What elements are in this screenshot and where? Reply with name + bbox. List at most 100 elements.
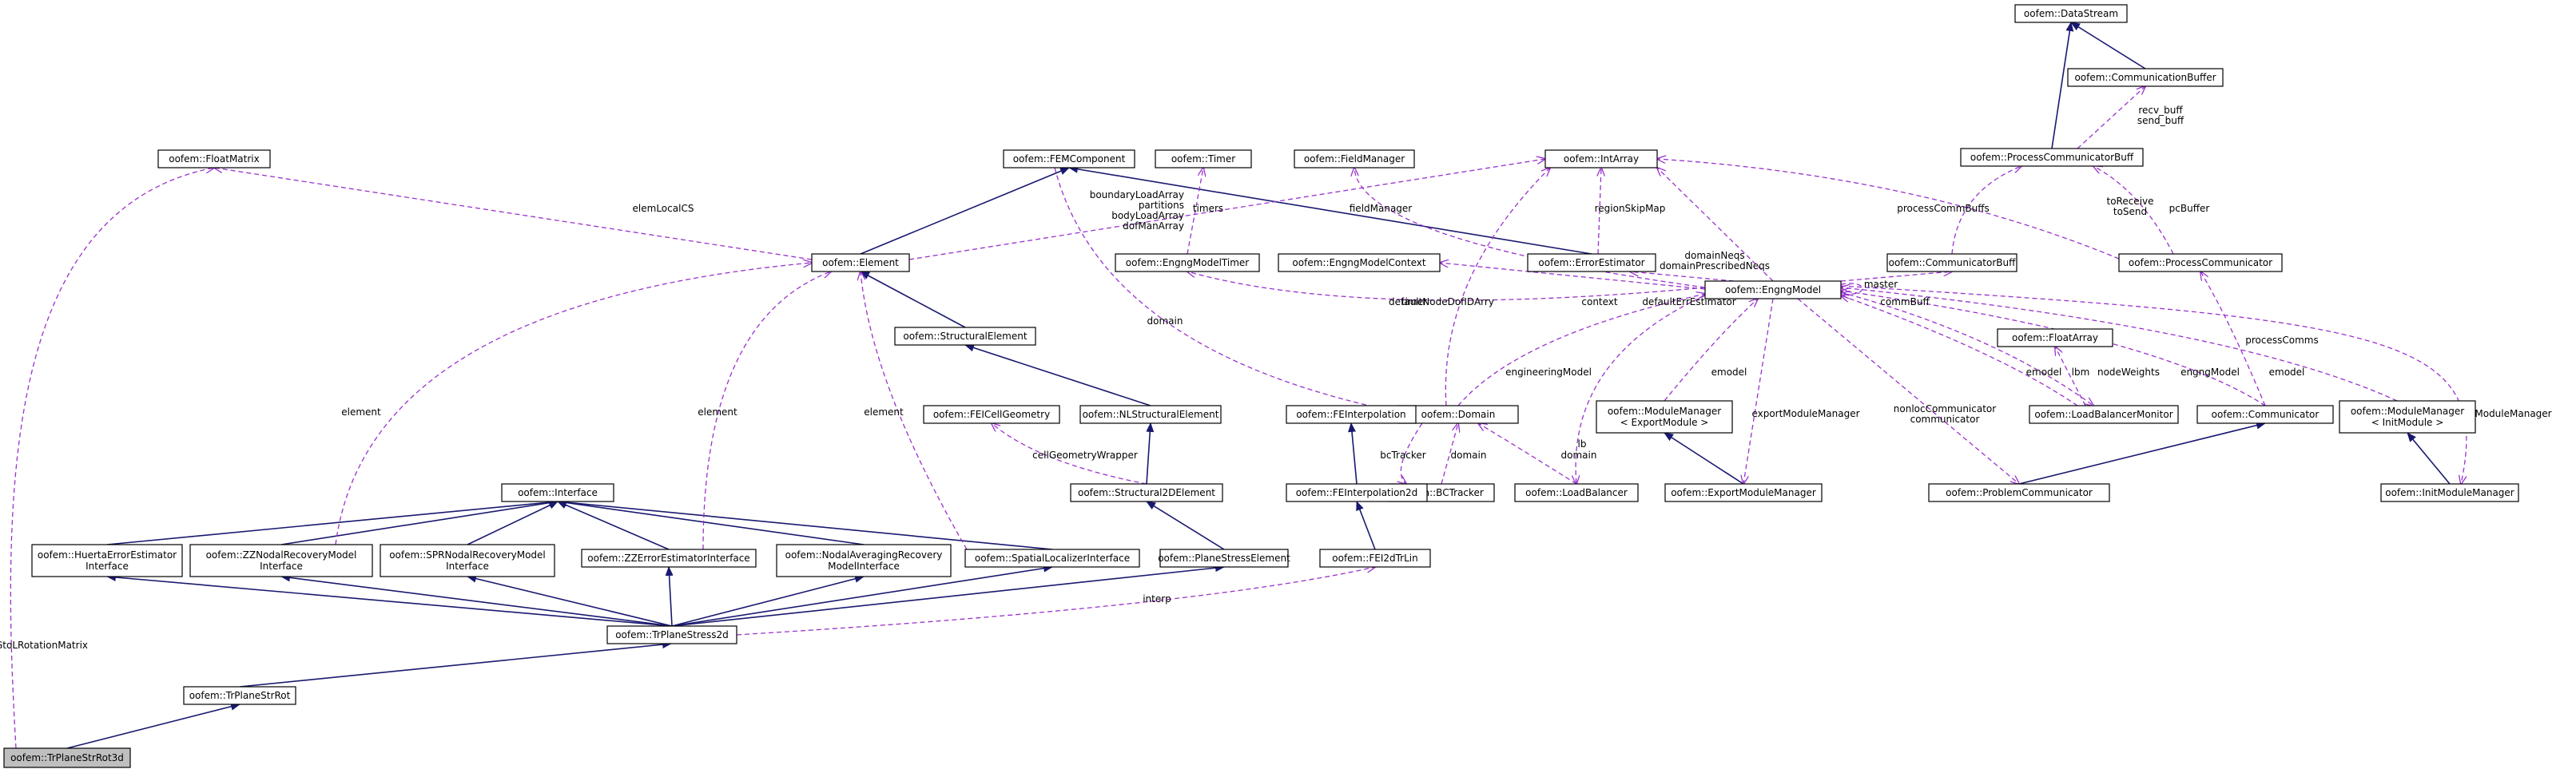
class-node-label: oofem::TrPlaneStrRot <box>189 690 291 701</box>
edge-label: cellGeometryWrapper <box>1032 450 1138 461</box>
class-node[interactable]: oofem::FieldManager <box>1294 149 1415 168</box>
class-node-box <box>2029 405 2179 424</box>
class-node-box <box>2196 405 2334 424</box>
class-node-box <box>1704 280 1842 299</box>
class-node[interactable]: oofem::EngngModel <box>1704 280 1842 299</box>
class-node[interactable]: oofem::ProblemCommunicator <box>1928 483 2110 502</box>
edge-u-engineeringmodel <box>1457 294 1705 406</box>
class-node[interactable]: oofem::SpatialLocalizerInterface <box>964 549 1140 568</box>
class-node[interactable]: oofem::FloatArray <box>1997 328 2113 347</box>
class-node-box <box>1115 253 1260 272</box>
class-node-box <box>1278 253 1441 272</box>
class-node[interactable]: oofem::TrPlaneStrRot <box>183 686 296 705</box>
class-node-label: oofem::Communicator <box>2212 409 2320 420</box>
class-node[interactable]: oofem::DataStream <box>2014 4 2128 23</box>
class-node[interactable]: oofem::Communicator <box>2196 405 2334 424</box>
class-node[interactable]: oofem::EngngModelContext <box>1278 253 1441 272</box>
class-node[interactable]: oofem::CommunicatorBuff <box>1886 253 2017 272</box>
edge-e-struct2d-to-nlstruct <box>1146 422 1155 485</box>
edge-u-initmodulemanager <box>1840 285 2467 484</box>
class-node-box <box>1960 148 2144 167</box>
class-node[interactable]: oofem::CommunicationBuffer <box>2067 68 2224 87</box>
class-node[interactable]: oofem::Structural2DElement <box>1070 483 1223 502</box>
class-node-label: oofem::ProblemCommunicator <box>1946 487 2093 498</box>
edge-label: processComms <box>2245 335 2318 346</box>
class-node[interactable]: oofem::LoadBalancerMonitor <box>2029 405 2179 424</box>
class-node[interactable]: oofem::FEI2dTrLin <box>1319 549 1431 568</box>
class-node-box <box>31 544 183 577</box>
edge-label: element <box>341 406 381 418</box>
edge-label: defaultNodeDofIDArry <box>1389 296 1494 307</box>
edge-label: commBuff <box>1880 296 1930 307</box>
edge-u-zznodal-element <box>335 263 812 545</box>
class-node[interactable]: oofem::LoadBalancer <box>1514 483 1639 502</box>
edge-u-emodel-exportmm <box>1664 299 1758 402</box>
edge-e-zzerror-to-interface <box>557 501 670 550</box>
class-node[interactable]: oofem::FEInterpolation <box>1286 405 1417 424</box>
edge-label: emodel <box>2026 367 2062 378</box>
class-node[interactable]: oofem::EngngModelTimer <box>1115 253 1260 272</box>
edge-label: domain <box>1451 450 1487 461</box>
class-node[interactable]: oofem::Interface <box>501 483 614 502</box>
class-node[interactable]: oofem::FEICellGeometry <box>923 405 1060 424</box>
edge-label: domain <box>1147 315 1183 327</box>
class-node[interactable]: oofem::ZZErrorEstimatorInterface <box>581 549 757 568</box>
class-node-label: oofem::ErrorEstimator <box>1538 257 1644 268</box>
edge-u-context <box>1440 263 1706 290</box>
class-node[interactable]: oofem::IntArray <box>1544 149 1658 168</box>
class-node[interactable]: oofem::PlaneStressElement <box>1158 549 1290 568</box>
class-node[interactable]: oofem::InitModuleManager <box>2380 483 2519 502</box>
class-node[interactable]: oofem::FloatMatrix <box>157 149 271 168</box>
edge-e-to-huerta <box>106 573 673 627</box>
class-node-label: oofem::CommunicationBuffer <box>2074 72 2216 83</box>
edge-e-to-zznodal <box>280 573 673 627</box>
class-node[interactable]: oofem::FEMComponent <box>1003 149 1135 168</box>
edge-label: initModuleManager <box>2459 408 2551 419</box>
class-node[interactable]: oofem::Element <box>811 253 910 272</box>
class-node-label: oofem::InitModuleManager <box>2385 487 2514 498</box>
class-node[interactable]: oofem::ErrorEstimator <box>1527 253 1656 272</box>
class-node-box <box>380 544 555 577</box>
edge-u-commbuff <box>1840 272 1952 282</box>
edge-u-timer <box>1187 272 1706 301</box>
class-node[interactable]: oofem::FEInterpolation2d <box>1286 483 1428 502</box>
class-node-label: oofem::PlaneStressElement <box>1158 553 1290 564</box>
edge-e-initmm-to-modulemanager <box>2407 432 2451 485</box>
edge-e-trplanestrrot-to-trplanestress2d <box>239 640 672 688</box>
edge-label: GtoLRotationMatrix <box>0 640 88 651</box>
class-node-box <box>776 544 952 577</box>
class-node-label: oofem::TrPlaneStrRot3d <box>10 752 124 763</box>
class-node[interactable]: oofem::NLStructuralElement <box>1079 405 1222 424</box>
class-node-label: oofem::FieldManager <box>1304 153 1405 165</box>
class-node[interactable]: oofem::StructuralElement <box>894 327 1036 346</box>
class-node[interactable]: oofem::ExportModuleManager <box>1664 483 1823 502</box>
class-node-box <box>2380 483 2519 502</box>
edge-label: engngModel <box>2180 367 2240 378</box>
class-node[interactable]: oofem::Timer <box>1155 149 1252 168</box>
class-node[interactable]: oofem::TrPlaneStress2d <box>606 625 737 644</box>
class-node-label: oofem::FloatArray <box>2012 332 2098 343</box>
class-node[interactable]: oofem::ProcessCommunicatorBuff <box>1960 148 2144 167</box>
edge-u-gtolrotation <box>10 168 214 749</box>
edge-e-to-spatial <box>671 564 1053 627</box>
class-node[interactable]: oofem::ModuleManager< InitModule > <box>2339 400 2476 434</box>
edge-label: exportModuleManager <box>1751 408 1859 419</box>
class-node[interactable]: oofem::ModuleManager< ExportModule > <box>1596 400 1733 434</box>
edge-u-nonloccommunicator <box>1797 298 2019 484</box>
edge-label: bcTracker <box>1380 450 1426 461</box>
edge-e-to-nodalavg <box>671 574 865 627</box>
edge-label: master <box>1864 279 1898 290</box>
class-node[interactable]: oofem::ProcessCommunicator <box>2118 253 2283 272</box>
class-node-box <box>811 253 910 272</box>
